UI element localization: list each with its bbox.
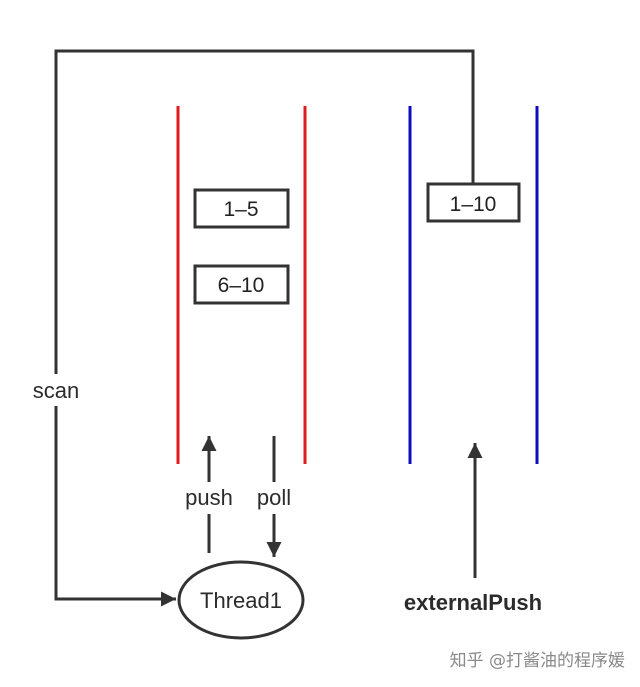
external-task-label: 1–10 bbox=[450, 193, 497, 216]
local-task-box-2: 6–10 bbox=[193, 264, 290, 305]
external-task-box: 1–10 bbox=[426, 182, 521, 223]
thread-node: Thread1 bbox=[177, 560, 305, 640]
local-queue: 1–5 6–10 bbox=[176, 106, 307, 464]
push-label-backdrop bbox=[178, 482, 240, 514]
watermark: 知乎 @打酱油的程序媛 bbox=[450, 651, 625, 671]
local-task-label-1: 1–5 bbox=[223, 198, 258, 221]
local-task-label-2: 6–10 bbox=[218, 274, 265, 297]
poll-label-backdrop bbox=[250, 482, 298, 514]
push-label: push bbox=[185, 485, 233, 510]
local-task-box-1: 1–5 bbox=[193, 188, 290, 229]
external-push-label: externalPush bbox=[404, 590, 542, 615]
scan-label: scan bbox=[33, 378, 79, 403]
poll-label: poll bbox=[257, 485, 291, 510]
external-queue: 1–10 bbox=[408, 106, 539, 464]
thread-label: Thread1 bbox=[200, 588, 282, 613]
scan-label-backdrop bbox=[26, 374, 86, 406]
scan-arrow bbox=[54, 49, 475, 607]
